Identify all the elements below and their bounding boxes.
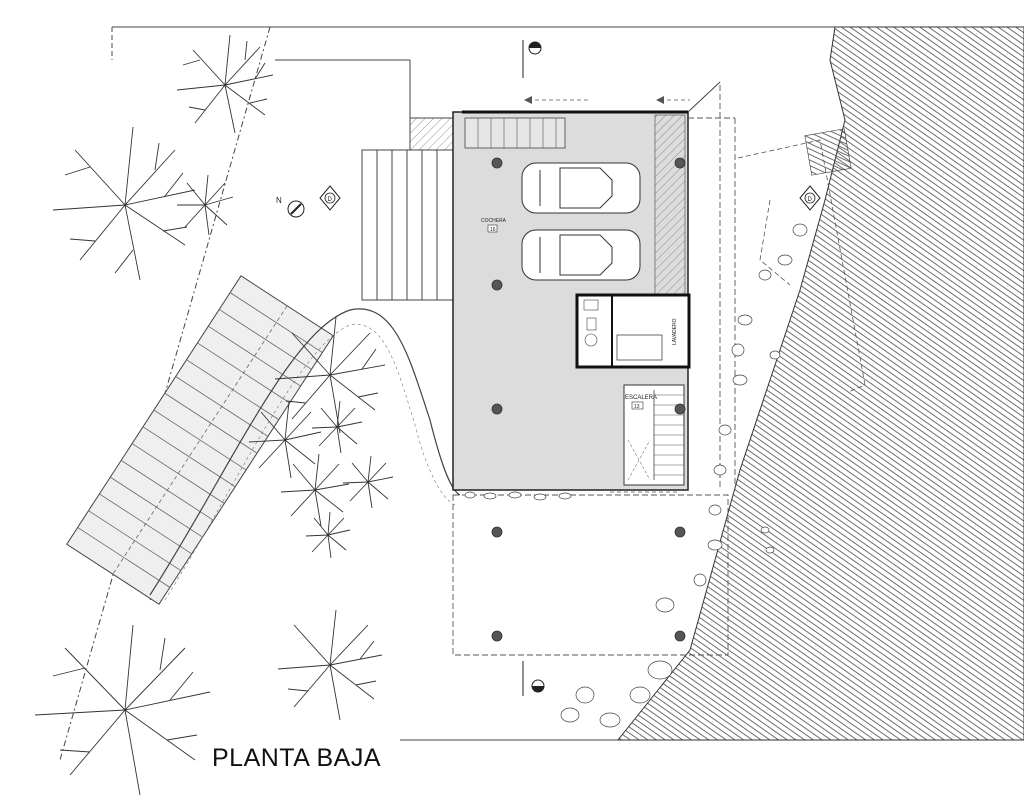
elevation-tag: D xyxy=(328,197,333,203)
svg-text:N: N xyxy=(276,196,282,205)
terrace-steps xyxy=(361,149,458,301)
tree-icon xyxy=(177,174,234,236)
upper-floor-outline xyxy=(452,85,736,656)
tree-icon xyxy=(34,624,211,796)
tree-icon xyxy=(305,511,351,559)
garage-tag: 16 xyxy=(490,227,496,233)
car-icon xyxy=(521,162,641,214)
stair-name: ESCALERA xyxy=(625,395,657,401)
section-marker-icon xyxy=(522,40,542,78)
ramp xyxy=(66,275,334,605)
elevation-marker-icon: D xyxy=(319,185,341,211)
tree-icon xyxy=(342,455,394,509)
tree-icon xyxy=(274,316,386,434)
access-path xyxy=(275,59,466,151)
flow-arrows xyxy=(528,99,690,493)
tree-icon xyxy=(176,34,274,134)
driveway xyxy=(149,308,461,596)
structural-columns xyxy=(491,157,686,642)
section-marker-icon xyxy=(522,661,545,696)
tree-icon xyxy=(311,400,363,454)
hatched-slope xyxy=(616,26,1024,741)
car-icon xyxy=(521,229,641,281)
rock-outcrop xyxy=(737,139,866,393)
tree-icon xyxy=(52,126,196,281)
section-tag: D xyxy=(808,197,813,203)
stair-tag: 13 xyxy=(634,404,640,410)
drawing-title: PLANTA BAJA xyxy=(212,744,381,772)
garden-stones xyxy=(464,223,808,728)
north-arrow-icon: N xyxy=(276,196,305,218)
service-rooms xyxy=(575,293,691,369)
elevation-marker-icon: D xyxy=(799,185,821,211)
tree-icon xyxy=(280,453,350,527)
tree-icon xyxy=(277,609,383,721)
tree-icon xyxy=(248,401,322,479)
laundry-name: LAVADERO xyxy=(672,318,678,345)
stair xyxy=(623,384,685,486)
garage-name: COCHERA xyxy=(481,218,507,224)
